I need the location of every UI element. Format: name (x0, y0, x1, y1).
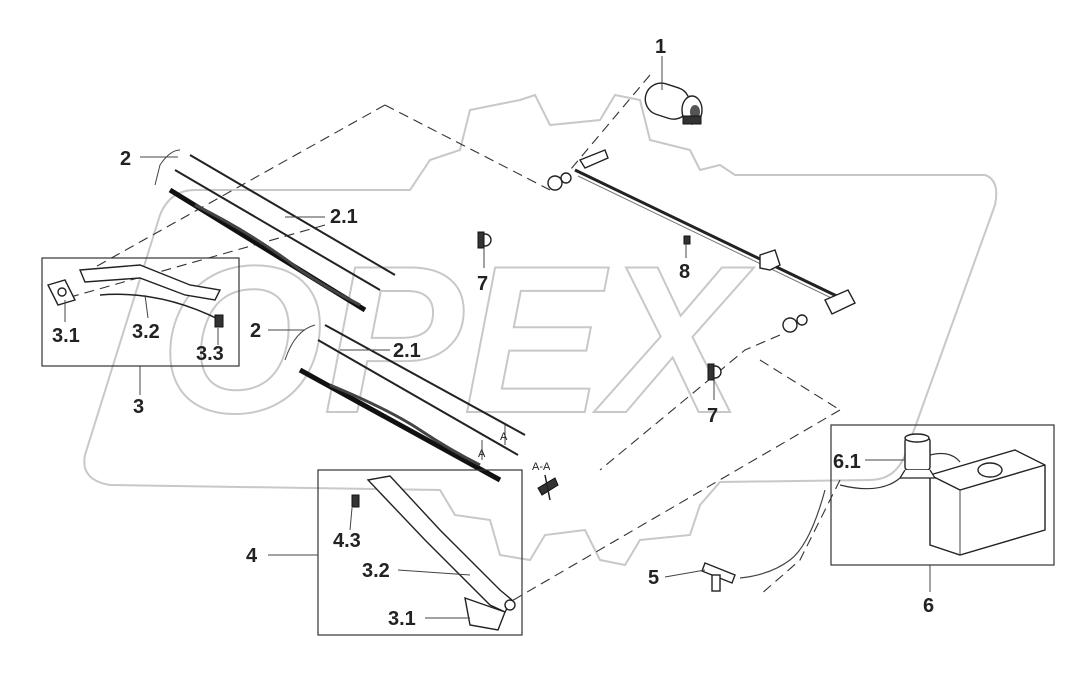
callout-2-1-upper: 2.1 (330, 206, 358, 228)
callout-8: 8 (679, 261, 690, 283)
callout-5: 5 (648, 567, 659, 589)
callout-3-1-box4: 3.1 (388, 608, 416, 630)
bolt-upper (477, 231, 492, 249)
section-view-label: A-A (532, 461, 551, 473)
assembly-box-4 (317, 469, 523, 636)
callout-2-1-lower: 2.1 (393, 340, 421, 362)
callout-6: 6 (923, 595, 934, 617)
callout-2-lower: 2 (250, 320, 261, 342)
callout-7-lower: 7 (707, 405, 718, 427)
callout-3-2-box3: 3.2 (132, 321, 160, 343)
callout-3: 3 (133, 396, 144, 418)
callout-3-3: 3.3 (196, 343, 224, 365)
section-label-a: A (500, 431, 508, 443)
bolt-lower (707, 363, 722, 381)
washer-reservoir-box (830, 424, 1055, 566)
section-marker: A A A-A (478, 425, 559, 501)
wiper-blade-lower (284, 324, 526, 483)
watermark-gear (83, 93, 998, 567)
callout-labels: 1 2 2.1 2 2.1 3.1 3.2 3.3 3 4 4.3 3.2 3.… (52, 36, 934, 630)
wiper-blade-upper (154, 149, 396, 313)
callout-2-upper: 2 (120, 148, 131, 170)
callout-3-1-box3: 3.1 (52, 325, 80, 347)
callout-7-upper: 7 (477, 273, 488, 295)
callout-4-3: 4.3 (333, 530, 361, 552)
leader-lines (64, 56, 931, 619)
callout-1: 1 (655, 36, 666, 58)
callout-6-1: 6.1 (833, 451, 861, 473)
dashed-assembly-outline (59, 74, 841, 603)
callout-4: 4 (246, 545, 258, 567)
watermark-logo: OPEX (160, 222, 754, 457)
section-label-a2: A (478, 448, 486, 460)
wiper-motor (644, 82, 703, 125)
callout-3-2-box4: 3.2 (362, 560, 390, 582)
hose-connector (701, 489, 826, 592)
linkage-assembly (547, 149, 856, 333)
